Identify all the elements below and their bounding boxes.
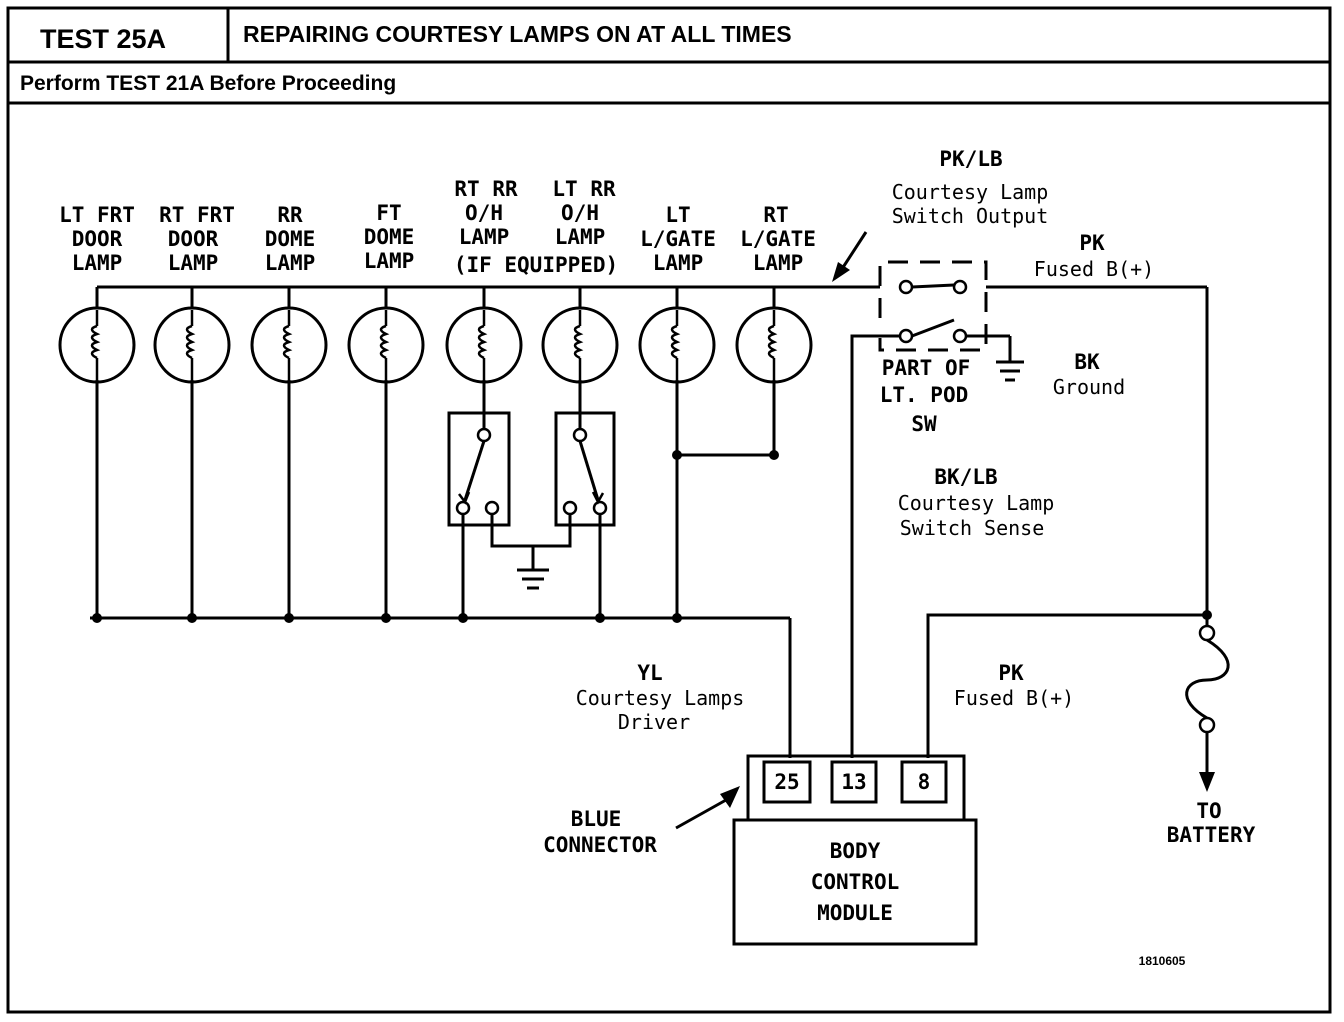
lamp-4-line-1: FT [376, 201, 401, 225]
connector-label-2: CONNECTOR [543, 833, 657, 857]
page-title: REPAIRING COURTESY LAMPS ON AT ALL TIMES [243, 21, 792, 47]
lamp-3-line-2: DOME [265, 227, 316, 251]
connector-label-1: BLUE [571, 807, 622, 831]
fused-top-color: PK [1079, 231, 1105, 255]
lamp-8-line-1: RT [763, 203, 788, 227]
module-line-1: BODY [830, 839, 881, 863]
module-line-3: MODULE [817, 901, 893, 925]
lamp-bulb [58, 287, 136, 618]
test-id: TEST 25A [40, 24, 166, 54]
body-control-module: BODY CONTROL MODULE [732, 818, 978, 946]
lt-pod-switch [850, 260, 1024, 758]
lamp-bulb [541, 287, 619, 432]
lamp-7-line-3: LAMP [653, 251, 704, 275]
driver-color: YL [637, 661, 662, 685]
lamp-1-line-3: LAMP [72, 251, 123, 275]
lamp-1-line-2: DOOR [72, 227, 123, 251]
lamp-bulb [638, 287, 716, 618]
blue-connector: 25 13 8 [746, 754, 966, 822]
lamp-7-line-2: L/GATE [640, 227, 716, 251]
wire-labels: PK/LB Courtesy Lamp Switch Output PK Fus… [543, 147, 1255, 857]
fused-bottom-name: Fused B(+) [954, 686, 1074, 710]
lamp-4-line-2: DOME [364, 225, 415, 249]
lamp-8-line-2: L/GATE [740, 227, 816, 251]
switch-ground-symbol [517, 568, 549, 590]
switch-sense-color: BK/LB [934, 465, 997, 489]
switch-output-name-1: Courtesy Lamp [892, 180, 1049, 204]
connector-pin-13: 13 [841, 770, 866, 794]
module-line-2: CONTROL [811, 870, 900, 894]
lamp-bulbs [58, 287, 813, 618]
figure-id: 1810605 [1139, 954, 1186, 968]
lamp-bulb [347, 287, 425, 618]
lamp-labels: LT FRT DOOR LAMP RT FRT DOOR LAMP RR DOM… [59, 177, 816, 277]
lamp-bulb [735, 287, 813, 455]
pod-switch-line-3: SW [911, 412, 937, 436]
lamp-4-line-3: LAMP [364, 249, 415, 273]
header: TEST 25A REPAIRING COURTESY LAMPS ON AT … [6, 6, 1332, 1014]
pod-switch-line-2: LT. POD [880, 383, 969, 407]
liftgate-junction [672, 450, 779, 460]
lamp-2-line-1: RT FRT [159, 203, 235, 227]
lamp-8-line-3: LAMP [753, 251, 804, 275]
driver-name-2: Driver [618, 710, 690, 734]
lamp-2-line-3: LAMP [168, 251, 219, 275]
lamp-5-line-1: RT RR [454, 177, 518, 201]
lamp-bulb [250, 287, 328, 618]
ground-color: BK [1074, 350, 1100, 374]
switch-output-name-2: Switch Output [892, 204, 1049, 228]
fused-bottom-color: PK [998, 661, 1024, 685]
bottom-return-wire [90, 613, 792, 758]
switch-sense-name-2: Switch Sense [900, 516, 1045, 540]
lamp-bulb [153, 287, 231, 618]
battery-label-1: TO [1196, 799, 1221, 823]
lamp-6-line-1: LT RR [552, 177, 616, 201]
lamp-6-line-2: O/H [561, 201, 599, 225]
connector-pin-25: 25 [774, 770, 799, 794]
pod-switch-line-1: PART OF [882, 356, 971, 380]
lamp-1-line-1: LT FRT [59, 203, 135, 227]
lamp-5-line-3: LAMP [459, 225, 510, 249]
battery-label-2: BATTERY [1167, 823, 1256, 847]
overhead-lamp-switches [447, 411, 616, 618]
switch-sense-name-1: Courtesy Lamp [898, 491, 1055, 515]
outer-frame [6, 6, 1332, 1014]
lamp-7-line-1: LT [665, 203, 690, 227]
lamp-2-line-2: DOOR [168, 227, 219, 251]
top-feed-wire [97, 285, 1209, 615]
lamp-bulb [445, 287, 523, 432]
lamp-3-line-3: LAMP [265, 251, 316, 275]
if-equipped-label: (IF EQUIPPED) [454, 253, 618, 277]
connector-pointer-arrow [675, 786, 740, 830]
fused-top-name: Fused B(+) [1034, 257, 1154, 281]
ground-name: Ground [1053, 375, 1125, 399]
switch-output-color: PK/LB [939, 147, 1002, 171]
switch-output-arrow [832, 231, 868, 282]
prerequisite-note: Perform TEST 21A Before Proceeding [20, 72, 396, 95]
lamp-6-line-3: LAMP [555, 225, 606, 249]
lamp-3-line-1: RR [277, 203, 303, 227]
fuse-battery-feed [926, 610, 1230, 792]
lamp-5-line-2: O/H [465, 201, 503, 225]
driver-name-1: Courtesy Lamps [576, 686, 745, 710]
connector-pin-8: 8 [918, 770, 931, 794]
